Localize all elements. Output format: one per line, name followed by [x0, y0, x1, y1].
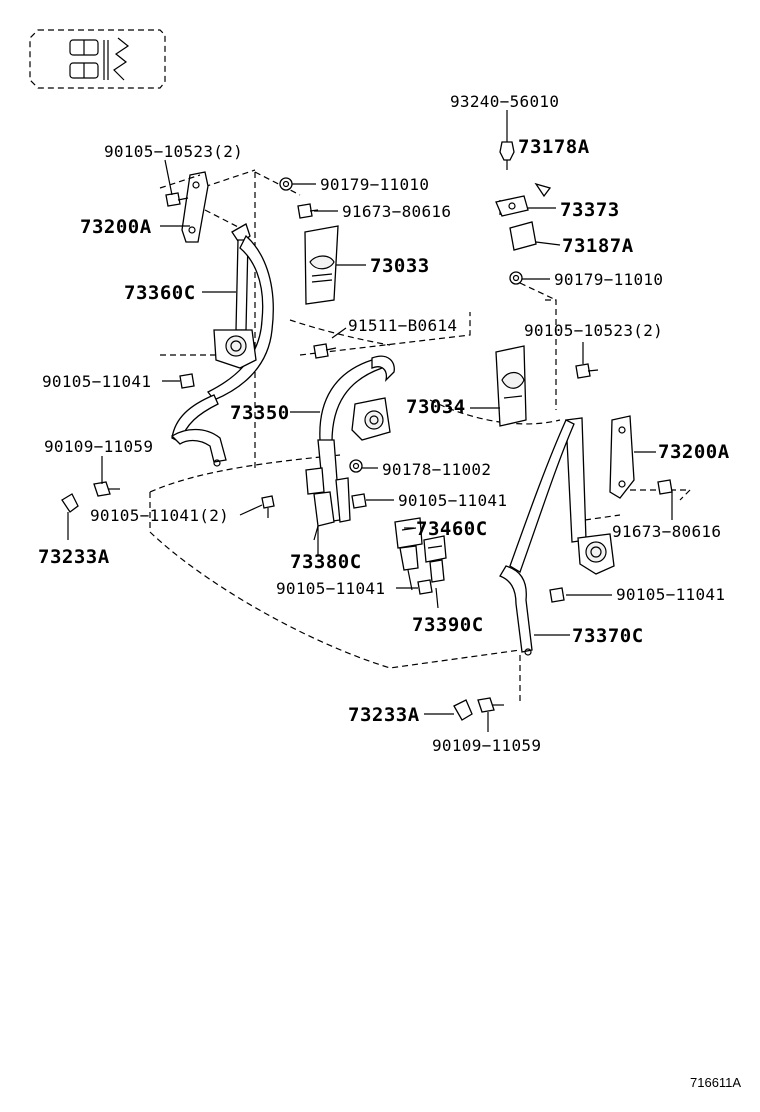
bolt-icon [179, 373, 195, 389]
label-90105-10523-2-left: 90105−10523(2) [104, 142, 243, 161]
label-90105-11041-2: 90105−11041(2) [90, 506, 229, 525]
label-73373: 73373 [560, 199, 620, 221]
label-73380c: 73380C [290, 551, 362, 573]
label-73460c: 73460C [416, 518, 488, 540]
label-90109-11059-left: 90109−11059 [44, 437, 153, 456]
bolt-icon [549, 587, 565, 603]
label-90105-10523-2-right: 90105−10523(2) [524, 321, 663, 340]
label-73350: 73350 [230, 402, 290, 424]
label-73033: 73033 [370, 255, 430, 277]
bolt-icon [477, 697, 504, 713]
bolt-icon [93, 481, 120, 497]
label-90109-11059-right: 90109−11059 [432, 736, 541, 755]
buckle-73460c [394, 517, 423, 591]
left-outer-belt-assembly [159, 171, 274, 467]
bolt-icon [165, 192, 189, 207]
nut-icon [349, 459, 363, 473]
drawing-code: 716611A [690, 1075, 741, 1090]
label-90105-11041-right: 90105−11041 [616, 585, 725, 604]
label-90105-11041-lower: 90105−11041 [276, 579, 385, 598]
label-73178a: 73178A [518, 136, 590, 158]
buckle-73390c [423, 535, 447, 583]
label-90178-11002: 90178−11002 [382, 460, 491, 479]
label-73233a-right: 73233A [348, 704, 420, 726]
bolt-icon [417, 579, 433, 595]
label-90105-11041-mid: 90105−11041 [398, 491, 507, 510]
label-91511-b0614: 91511−B0614 [348, 316, 457, 335]
label-91673-80616-right: 91673−80616 [612, 522, 721, 541]
center-buckle-73380c [305, 467, 335, 541]
fasteners [61, 141, 673, 721]
part-labels: 93240−56010 73178A 90105−10523(2) 90179−… [38, 92, 741, 1090]
clip-icon [499, 141, 515, 170]
bolt-icon [575, 363, 599, 379]
bolt-icon [261, 495, 275, 518]
pillar-garnish-73033 [304, 225, 339, 305]
label-90105-11041-left: 90105−11041 [42, 372, 151, 391]
label-73233a-left: 73233A [38, 546, 110, 568]
cover-73187a [509, 221, 537, 251]
cap-icon [61, 493, 79, 513]
cover-73178a [534, 182, 552, 198]
label-73370c: 73370C [572, 625, 644, 647]
label-73390c: 73390C [412, 614, 484, 636]
pillar-garnish-73034 [495, 345, 527, 427]
nut-icon [279, 177, 293, 191]
label-91673-80616-top: 91673−80616 [342, 202, 451, 221]
label-73360c: 73360C [124, 282, 196, 304]
label-73034: 73034 [406, 396, 466, 418]
bolt-icon [657, 479, 673, 495]
nut-icon [509, 271, 523, 285]
label-73200a-right: 73200A [658, 441, 730, 463]
bolt-icon [313, 343, 337, 359]
vehicle-locator-icon [29, 29, 166, 89]
label-90179-11010-right: 90179−11010 [554, 270, 663, 289]
center-belt-assembly [317, 355, 395, 523]
cap-icon [453, 699, 473, 721]
bracket-73373 [495, 195, 529, 217]
label-73187a: 73187A [562, 235, 634, 257]
right-outer-belt-assembly [499, 415, 635, 656]
label-93240-56010: 93240−56010 [450, 92, 559, 111]
label-73200a-left: 73200A [80, 216, 152, 238]
label-90179-11010-top: 90179−11010 [320, 175, 429, 194]
leader-lines [67, 110, 673, 732]
bolt-icon [351, 493, 367, 509]
